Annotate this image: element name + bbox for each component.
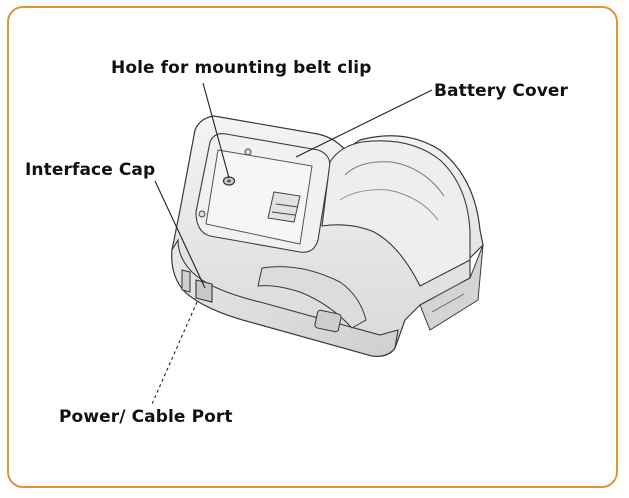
printer-front-face [171,238,399,357]
label-power-cable-port: Power/ Cable Port [59,407,233,427]
label-hole-for-belt-clip: Hole for mounting belt clip [111,58,372,78]
paper-dome [321,140,471,287]
label-interface-cap: Interface Cap [25,160,156,180]
leader-interface [154,180,206,289]
leader-battery [295,89,433,158]
diagram-frame [7,6,618,488]
label-battery-cover: Battery Cover [434,81,569,101]
leader-power [151,301,198,405]
leader-lines [151,82,433,405]
interface-cap-shape [195,279,213,303]
front-button [314,309,342,333]
leader-hole [202,82,230,179]
